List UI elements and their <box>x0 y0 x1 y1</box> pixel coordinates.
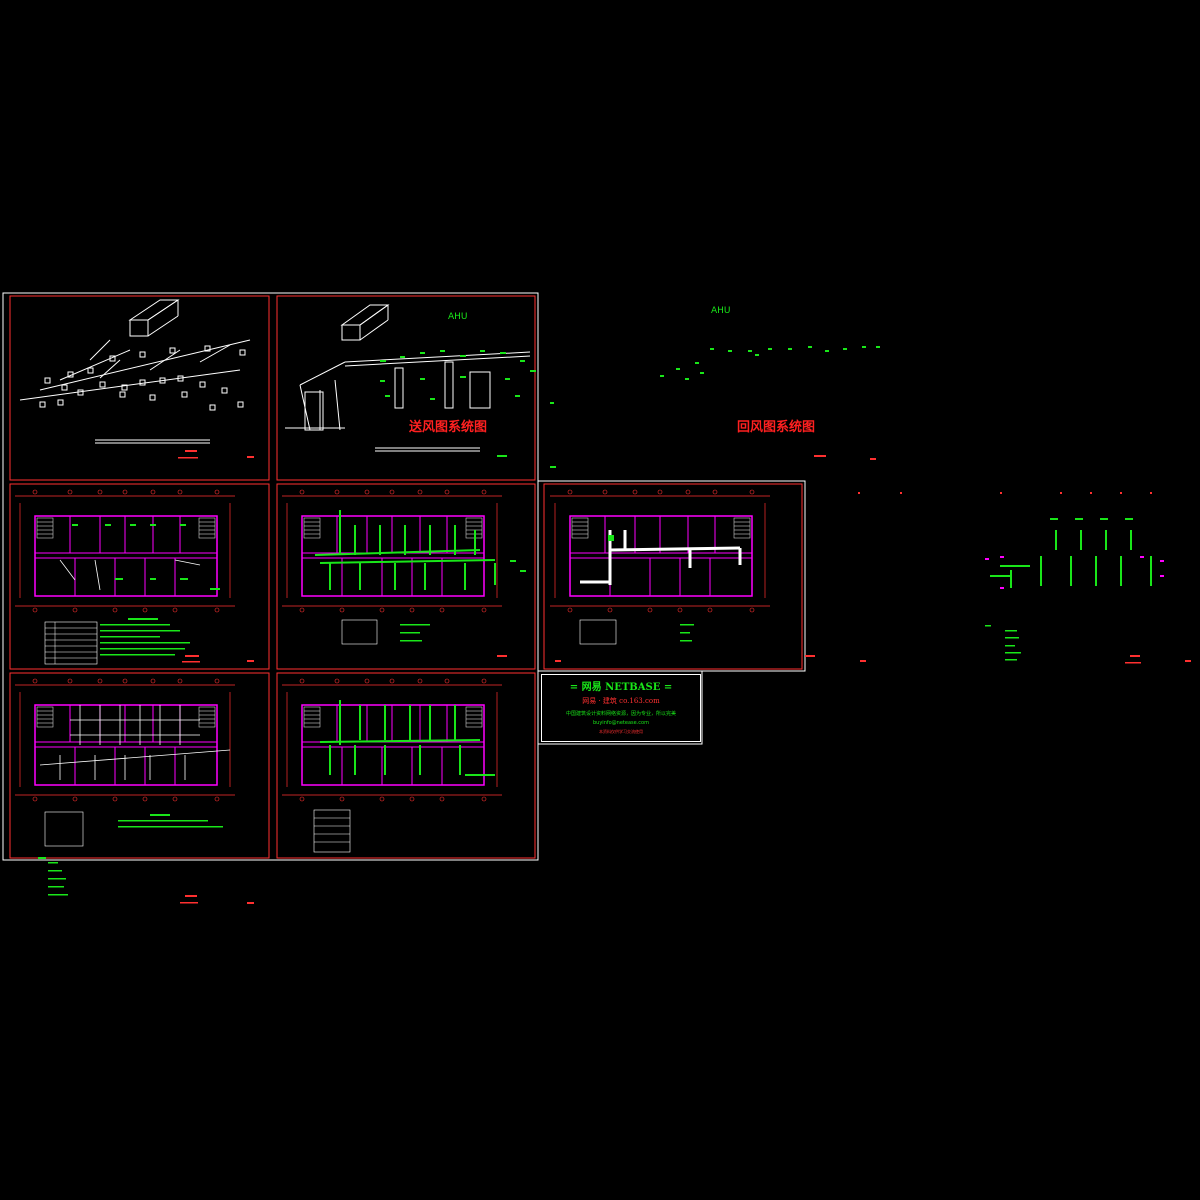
return-air-isometric <box>550 346 880 468</box>
sheet-1-titleblock <box>178 450 254 459</box>
sheet-2-green-annotations <box>380 350 536 457</box>
ahu-label-supply: AHU <box>448 312 468 322</box>
red-drawing-frames <box>9 295 803 859</box>
supply-air-system-title: 送风图系统图 <box>409 420 488 435</box>
floor-plan-5-supply-ducts <box>281 678 503 853</box>
floor-plan-2-supply-ducts <box>281 489 526 657</box>
promo-line-1: 中国建筑设计资料网络资源，因为专业，所以完美 <box>565 711 676 717</box>
legend-table-1 <box>44 618 254 665</box>
floor-plan-1 <box>14 489 236 613</box>
return-air-titleblock <box>814 455 876 460</box>
promo-subline: 网易 · 建筑 co.163.com <box>582 697 660 705</box>
promo-line-2: buyinfo@netease.com <box>593 720 649 726</box>
ahu-label-return: AHU <box>711 306 731 316</box>
promo-headline: = 网易 NETBASE = <box>569 682 673 693</box>
promo-footer: 本资料仅供学习交流使用 <box>599 729 643 734</box>
outer-sheet-frames <box>2 292 806 861</box>
return-air-system-title: 回风图系统图 <box>737 420 816 435</box>
floor-plan-3-return-ducts <box>549 489 771 662</box>
return-plan-right-dimensions <box>805 492 1191 664</box>
sheet-isometric-1 <box>19 299 251 444</box>
sheet-isometric-2 <box>285 304 531 452</box>
return-plan-right <box>985 518 1152 661</box>
floor-plan-4-equipment <box>14 678 254 904</box>
netbase-promo-box: = 网易 NETBASE = 网易 · 建筑 co.163.com 中国建筑设计… <box>541 674 701 742</box>
return-plan-right-walls <box>985 556 1164 589</box>
